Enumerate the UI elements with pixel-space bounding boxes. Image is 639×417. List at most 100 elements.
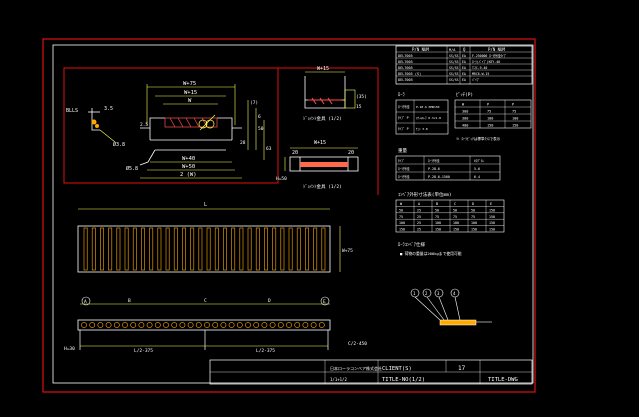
detail-b-left: 20 bbox=[292, 150, 298, 156]
pitch-cell: 300 bbox=[462, 117, 468, 121]
dims-cell: 150 bbox=[489, 221, 495, 225]
plan-roller bbox=[182, 227, 186, 271]
pitch-cell: P bbox=[512, 103, 514, 107]
side-roller bbox=[105, 322, 112, 328]
plan-roller bbox=[305, 227, 309, 271]
side-balloon-0: A bbox=[84, 299, 87, 305]
parts-cell: ﾛｰﾗ(ﾊﾟｲﾌﾟ)KEY-40 bbox=[472, 59, 500, 64]
roller-cell: P-28.6 KMR150 bbox=[416, 105, 440, 109]
plan-roller bbox=[165, 227, 170, 271]
plan-roller bbox=[206, 227, 211, 271]
dims-cell: 150 bbox=[489, 208, 495, 212]
plan-dim-side: W+75 bbox=[342, 248, 353, 254]
plan-roller bbox=[108, 227, 113, 271]
left-small: 3.5 bbox=[104, 106, 113, 112]
side-balloon-2: C bbox=[204, 298, 207, 304]
parts-cell: SS/SS bbox=[449, 72, 459, 76]
parts-h0: P/N NUM bbox=[412, 47, 429, 52]
dims-cell: 25 bbox=[417, 221, 421, 225]
side-roller bbox=[245, 322, 251, 328]
dims-cell: 150 bbox=[399, 228, 405, 232]
parts-h1: M/A bbox=[449, 48, 456, 52]
side-roller bbox=[187, 322, 194, 328]
plan-roller bbox=[296, 227, 301, 271]
detail-b: W+15 20 20 H=50 ｼﾞｮｲﾝﾄ金具 (1/2) bbox=[276, 140, 359, 190]
pitch-cell: 150 bbox=[487, 124, 493, 128]
plan-roller bbox=[264, 227, 268, 271]
plan-roller bbox=[132, 227, 137, 271]
right-val-3: 28 bbox=[240, 140, 246, 146]
dims-cell: 25 bbox=[417, 215, 421, 219]
parts-cell: SS/SS bbox=[449, 66, 459, 70]
plan-view: L W+75 bbox=[77, 202, 353, 273]
side-roller bbox=[261, 322, 268, 328]
plan-roller bbox=[116, 227, 121, 271]
title-client: CLIENT(S) bbox=[382, 366, 412, 372]
side-dim-end: C/2-450 bbox=[348, 341, 367, 347]
dims-cell: 75 bbox=[453, 215, 457, 219]
dims-cell: 150 bbox=[489, 215, 495, 219]
side-roller bbox=[146, 322, 153, 328]
right-val-0: (7) bbox=[250, 100, 258, 106]
balloon-a bbox=[81, 296, 91, 306]
dims-header-cell: E bbox=[490, 202, 492, 206]
weight-cell: 5.6 bbox=[474, 167, 480, 171]
mid-phi: Ø5.8 bbox=[126, 165, 138, 172]
parts-cell: EA bbox=[462, 78, 466, 82]
end-balloon-3: 4 bbox=[453, 291, 456, 296]
plan-roller bbox=[223, 227, 227, 271]
pitch-cell: 100 bbox=[512, 117, 518, 121]
detail-a-side-1: (35) bbox=[356, 94, 367, 100]
plan-roller bbox=[124, 227, 129, 271]
side-roller bbox=[310, 322, 317, 328]
plan-roller bbox=[247, 227, 252, 271]
parts-cell: ﾊﾟｲﾌﾟ bbox=[472, 77, 480, 82]
dims-cell: 50 bbox=[399, 208, 403, 212]
pitch-note: ※ ﾛｰﾗﾋﾟｯﾁは標準ｸﾗｽで表示 bbox=[456, 136, 501, 141]
parts-cell: DEL7005 bbox=[398, 66, 413, 70]
detail-a-caption: ｼﾞｮｲﾝﾄ金具 (1/2) bbox=[303, 115, 342, 122]
pitch-cell: 100 bbox=[487, 117, 493, 121]
side-balloon-3: D bbox=[268, 298, 271, 304]
inner-frame bbox=[52, 44, 534, 384]
dims-header-cell: D bbox=[472, 202, 474, 206]
plan-roller bbox=[157, 227, 162, 271]
roller-cell: ﾀｲﾌﾟ P bbox=[398, 115, 409, 120]
left-callout: BLLS bbox=[66, 108, 78, 114]
plan-roller bbox=[83, 227, 88, 271]
end-balloon-1: 2 bbox=[425, 291, 428, 296]
side-roller bbox=[204, 322, 210, 328]
parts-cell: F-250000 ﾛｰﾗ外径ﾀｲﾌﾟ bbox=[472, 53, 507, 58]
side-roller bbox=[302, 322, 309, 328]
note-title: ﾛｰﾗｺﾝﾍﾞｱ仕様 bbox=[398, 241, 425, 248]
note-text: ■ 荷物の重量は200kgまで使用可能 bbox=[400, 251, 462, 256]
dims-header-cell: B bbox=[436, 202, 438, 206]
dims-cell: 75 bbox=[471, 215, 475, 219]
dim-bottom-1: W+40 bbox=[182, 156, 195, 162]
pitch-cell: 400 bbox=[462, 124, 468, 128]
pitch-title: ﾋﾟｯﾁ(P) bbox=[456, 91, 473, 98]
side-roller bbox=[195, 322, 202, 328]
right-val-2: 50 bbox=[258, 126, 264, 132]
detail-a-side-2: 15 bbox=[356, 104, 362, 110]
parts-cell: EA bbox=[462, 66, 466, 70]
plan-rollers bbox=[83, 227, 326, 271]
detail-b-caption: ｼﾞｮｲﾝﾄ金具 (1/2) bbox=[303, 183, 342, 190]
side-roller bbox=[220, 322, 227, 328]
roller-title: ﾛｰﾗ bbox=[398, 92, 405, 98]
plan-roller bbox=[239, 227, 244, 271]
side-rollers bbox=[81, 322, 325, 328]
side-dim-left: L/2-375 bbox=[134, 348, 153, 354]
dim-top-2: W+15 bbox=[184, 90, 197, 96]
dims-cell: 25 bbox=[417, 208, 421, 212]
detail-b-dim: W+15 bbox=[314, 140, 326, 146]
plan-roller bbox=[149, 227, 154, 271]
dims-header-cell: A bbox=[418, 202, 421, 206]
parts-cell: SS/SS bbox=[449, 54, 459, 58]
plan-roller bbox=[321, 227, 326, 271]
dims-cell: 150 bbox=[471, 228, 477, 232]
side-roller bbox=[171, 322, 178, 328]
weight-cell: ﾛｰﾗ外径 bbox=[398, 166, 410, 171]
